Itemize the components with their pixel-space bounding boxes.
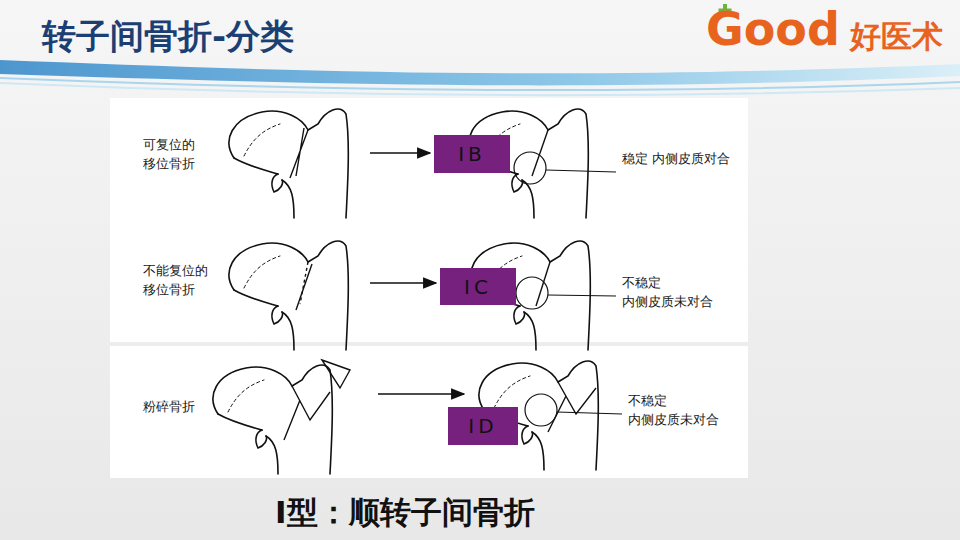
- fracture-label: 不能复位的 移位骨折: [143, 262, 215, 300]
- logo-text: 好医术: [850, 18, 943, 55]
- fracture-label: 可复位的 移位骨折: [143, 136, 207, 174]
- slide-caption: Ⅰ型：顺转子间骨折: [275, 492, 535, 534]
- arrow: [370, 282, 436, 284]
- fracture-label: 粉碎骨折: [143, 398, 207, 417]
- type-code: ⅠD: [468, 414, 497, 438]
- arrow: [378, 393, 464, 395]
- logo-text: Good: [706, 2, 840, 57]
- femur-drawing: [229, 241, 348, 350]
- type-code: ⅠC: [464, 275, 492, 299]
- callout-text: 不稳定 内侧皮质未对合: [628, 392, 738, 430]
- callout-text: 不稳定 内侧皮质未对合: [622, 274, 732, 312]
- slide-title: 转子间骨折-分类: [42, 14, 294, 60]
- type-box: ⅠD: [448, 407, 518, 445]
- femur-drawing: [229, 109, 348, 218]
- type-box: ⅠB: [434, 135, 510, 173]
- femur-drawing: [213, 360, 350, 474]
- header-line: [0, 83, 960, 95]
- arrow: [370, 152, 430, 154]
- figure-panel: [110, 98, 748, 342]
- header-band: [0, 60, 960, 85]
- callout-text: 稳定 内侧皮质对合: [622, 150, 732, 169]
- type-code: ⅠB: [458, 142, 486, 166]
- figure-panel: [110, 346, 748, 478]
- type-box: ⅠC: [440, 268, 516, 305]
